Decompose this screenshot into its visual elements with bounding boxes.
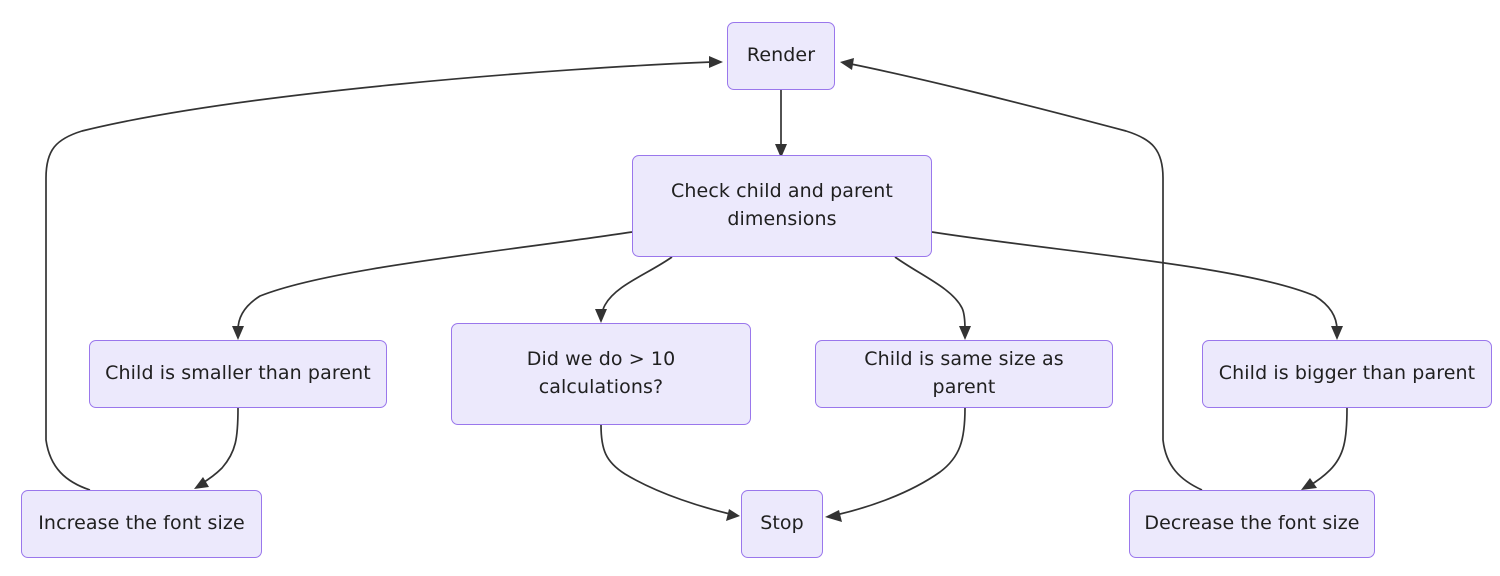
edge-calculations-to-stop [600, 424, 740, 521]
node-did-we-do-ten-calculations[interactable]: Did we do > 10 calculations? [451, 323, 751, 425]
node-increase-the-font-size-label: Increase the font size [38, 512, 245, 535]
node-did-we-do-ten-calculations-label: Did we do > 10 calculations? [526, 348, 676, 398]
node-child-same-size-as-parent-label: Child is same size as parent [864, 348, 1064, 398]
node-child-bigger-than-parent[interactable]: Child is bigger than parent [1202, 340, 1492, 408]
node-child-smaller-than-parent-label: Child is smaller than parent [105, 362, 371, 385]
edge-check-to-calculations [595, 256, 673, 323]
node-child-same-size-as-parent[interactable]: Child is same size as parent [815, 340, 1113, 408]
edge-check-to-same-size [894, 256, 971, 340]
node-child-smaller-than-parent[interactable]: Child is smaller than parent [89, 340, 387, 408]
node-stop[interactable]: Stop [741, 490, 823, 558]
node-render-label: Render [746, 44, 816, 67]
node-increase-the-font-size[interactable]: Increase the font size [21, 490, 262, 558]
node-render[interactable]: Render [727, 22, 835, 90]
edge-smaller-to-increase [194, 407, 239, 489]
node-stop-label: Stop [760, 512, 804, 535]
node-decrease-the-font-size[interactable]: Decrease the font size [1129, 490, 1375, 558]
edge-check-to-bigger [931, 231, 1343, 340]
node-decrease-the-font-size-label: Decrease the font size [1144, 512, 1360, 535]
edge-decrease-to-render [840, 58, 1203, 491]
node-check-dimensions[interactable]: Check child and parent dimensions [632, 155, 932, 257]
edge-render-to-check [775, 90, 787, 158]
node-check-dimensions-label: Check child and parent dimensions [671, 180, 893, 230]
node-child-bigger-than-parent-label: Child is bigger than parent [1218, 362, 1476, 385]
edge-same-size-to-stop [825, 407, 966, 522]
edge-bigger-to-decrease [1301, 407, 1348, 490]
